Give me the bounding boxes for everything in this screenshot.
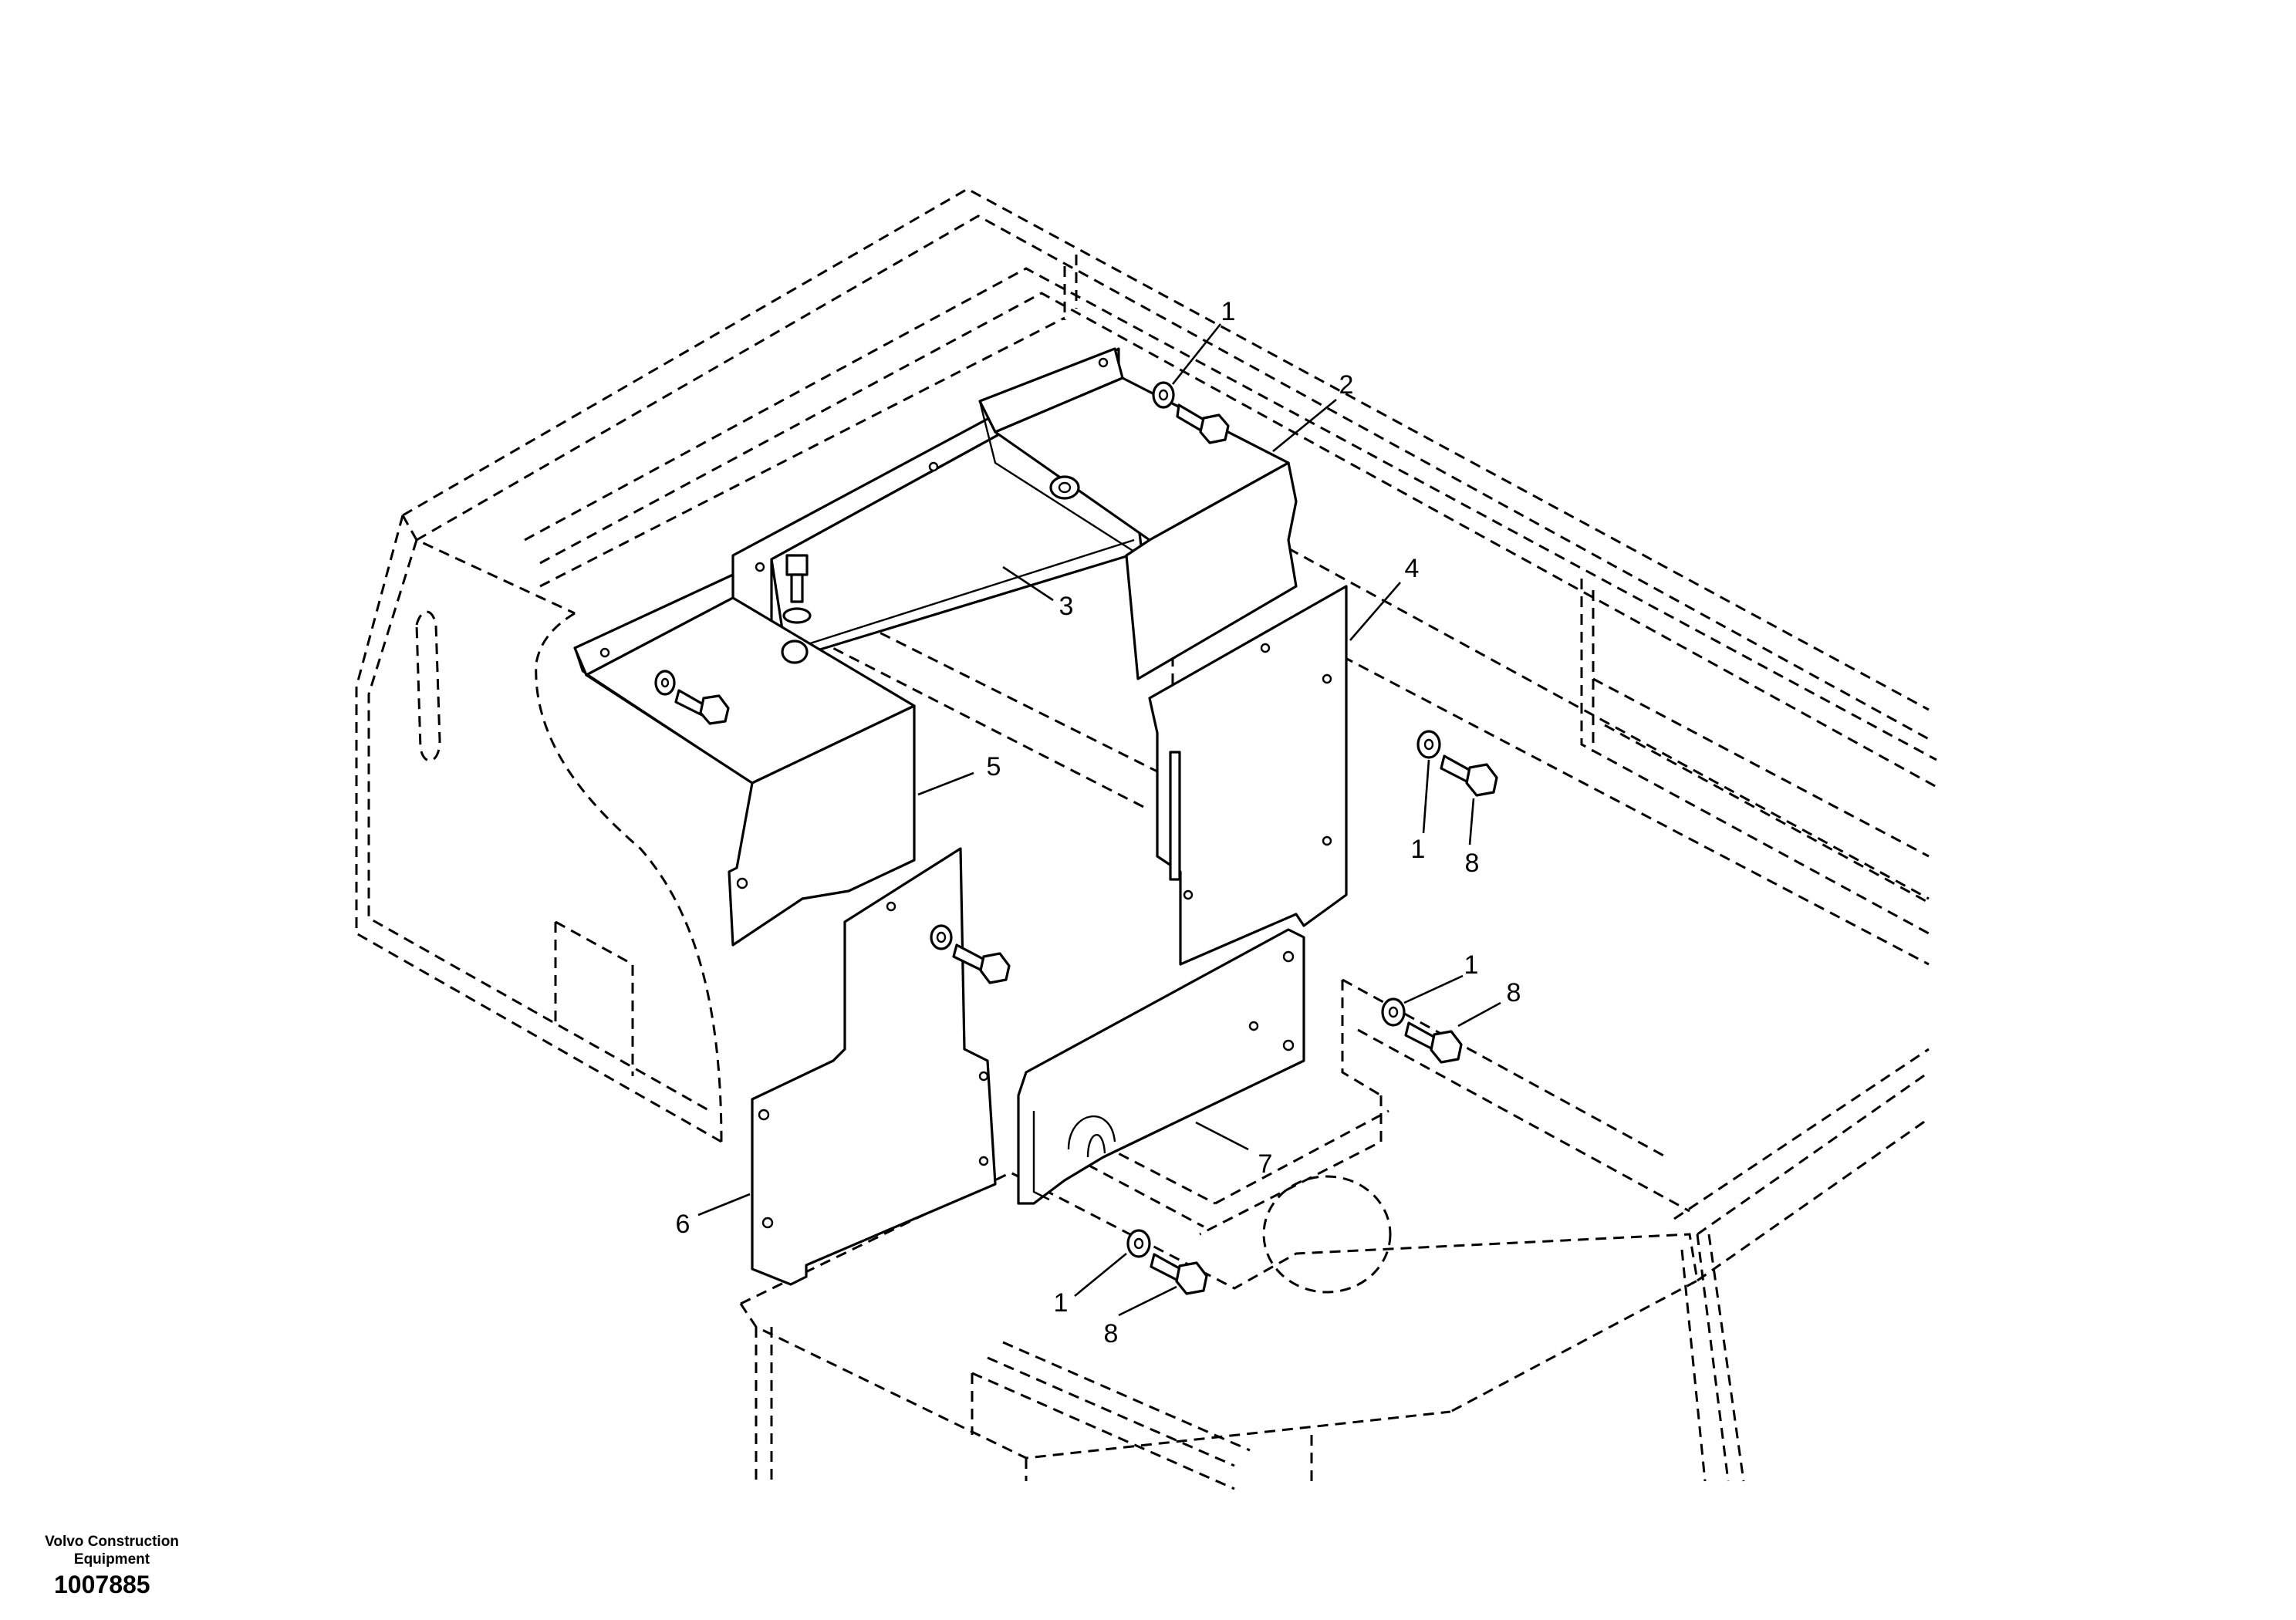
part-7-bracket-plate: [1017, 928, 1305, 1205]
callout-5: 5: [987, 752, 1001, 781]
part-5-box-cover: [573, 573, 916, 947]
leader-lines: [697, 323, 1501, 1317]
fasteners: [654, 381, 1498, 1295]
callout-1: 1: [1221, 297, 1236, 326]
callout-8: 8: [1465, 849, 1480, 878]
washer: [1381, 997, 1406, 1027]
company-name-line-2: Equipment: [73, 1551, 150, 1568]
company-name-line-1: Volvo Construction: [45, 1534, 179, 1550]
callout-3: 3: [1059, 592, 1074, 621]
callout-2: 2: [1339, 370, 1354, 400]
washer: [930, 924, 953, 950]
callout-labels: 1 2 3 4 5 1 8 1 8 7 6 1 8: [676, 297, 1521, 1348]
washer: [1126, 1229, 1151, 1258]
washer: [654, 670, 676, 696]
callout-7: 7: [1258, 1149, 1273, 1179]
drawing-number: 1007885: [54, 1571, 150, 1598]
callout-1: 1: [1411, 835, 1426, 864]
callout-8: 8: [1507, 978, 1521, 1007]
machine-frame-outline: [355, 187, 1937, 1490]
nut: [1049, 475, 1080, 500]
callout-1: 1: [1054, 1288, 1069, 1318]
callout-6: 6: [676, 1210, 690, 1239]
callout-4: 4: [1405, 554, 1420, 583]
company-name: Volvo Construction Equipment: [31, 1533, 193, 1568]
callout-1: 1: [1464, 950, 1479, 980]
washer: [782, 607, 812, 624]
bolt: [785, 554, 809, 576]
washer: [1416, 730, 1441, 759]
part-4-side-panel: [1148, 585, 1348, 966]
part-2-box-cover: [978, 347, 1298, 680]
callout-8: 8: [1104, 1319, 1119, 1348]
nut: [781, 640, 809, 664]
washer: [1152, 381, 1175, 409]
part-6-lower-panel: [751, 847, 997, 1286]
